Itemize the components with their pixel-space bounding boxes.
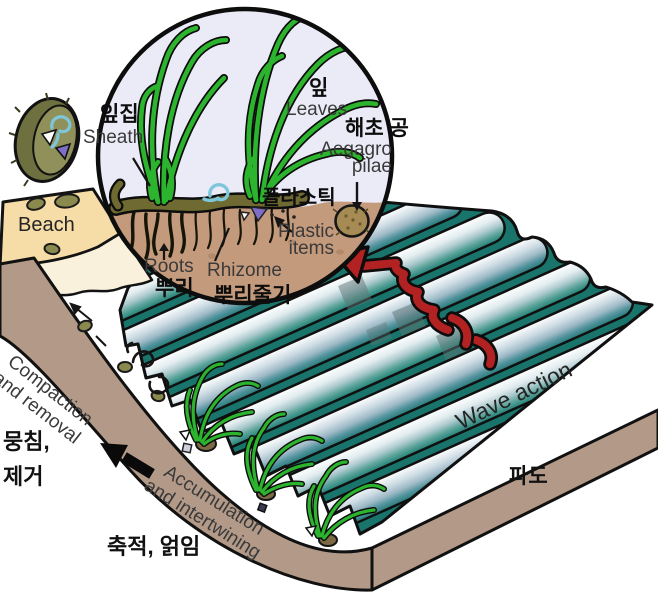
rhizome xyxy=(108,178,310,216)
wrack-clump xyxy=(304,459,387,547)
compaction-label-ko-line1: 뭉침, xyxy=(3,429,50,454)
aegagropilae-label-line1: Aegagro xyxy=(320,139,392,160)
wave-outline xyxy=(118,194,654,536)
aegagropilae-ball-icon xyxy=(332,204,371,238)
plastic-label-line1: Plastic xyxy=(278,221,334,242)
beach-pebbles xyxy=(26,193,80,256)
transport-arrow-icon xyxy=(100,443,155,479)
sheath-pointer-line xyxy=(132,157,151,187)
plastic-fragment-purple xyxy=(249,206,269,223)
roots-label-en: Roots xyxy=(144,256,194,277)
aegagropilae-label-line2: pilae xyxy=(351,156,392,177)
arrow-shadow xyxy=(338,276,470,360)
plastic-fragment-white xyxy=(40,128,58,147)
magnifier-circle-border xyxy=(95,6,395,306)
magnifier-inset xyxy=(95,6,395,306)
swash-debris xyxy=(69,302,170,403)
rhizome-label-en: Rhizome xyxy=(207,260,282,281)
plastic-fragment xyxy=(256,502,268,514)
seagrass-plant xyxy=(136,10,380,206)
turbulence-swirl-icon xyxy=(125,341,170,395)
beach-slope xyxy=(0,256,658,592)
plastic-label-en: Plastic items xyxy=(266,221,334,259)
neptune-ball-icon xyxy=(8,92,81,187)
compaction-label-ko-line2: 제거 xyxy=(3,464,44,489)
roots-label-ko: 뿌리 xyxy=(155,277,194,300)
roots-pointer-arrow xyxy=(159,243,169,260)
seagrass-wrack xyxy=(178,361,387,547)
plastic-fragment-white xyxy=(239,211,251,222)
rhizome-pointer-line xyxy=(213,227,231,262)
plastic-label-line2: items xyxy=(288,238,334,259)
aegagropilae-label-ko: 해초 공 xyxy=(345,117,409,140)
accumulation-label-ko: 축적, 얽임 xyxy=(107,534,201,559)
aegagropilae-pointer-arrow xyxy=(352,182,362,211)
wrack-clump xyxy=(244,411,325,514)
sheath-label-ko: 잎집 xyxy=(100,103,139,126)
plastic-fragment xyxy=(181,442,193,454)
seagrass-blades xyxy=(138,25,229,205)
beach-label: Beach xyxy=(18,214,75,236)
plastic-pointer-arrow xyxy=(274,216,293,233)
aegagropilae-label-en: Aegagro pilae xyxy=(318,139,392,177)
sheath-label-en: Sheath xyxy=(83,127,144,148)
water-swirl-icon xyxy=(50,115,72,149)
wrack-clump xyxy=(178,361,261,454)
wave-label-ko: 파도 xyxy=(509,465,548,488)
rhizome-label-ko: 뿌리줄기 xyxy=(214,284,292,307)
plastic-label-ko: 플라스틱 xyxy=(262,187,336,209)
plastic-fragment-purple xyxy=(54,142,72,161)
water-swirl-icon xyxy=(202,183,230,203)
leaves-label-en: Leaves xyxy=(286,99,348,120)
leaves-label-ko: 잎 xyxy=(309,77,329,100)
